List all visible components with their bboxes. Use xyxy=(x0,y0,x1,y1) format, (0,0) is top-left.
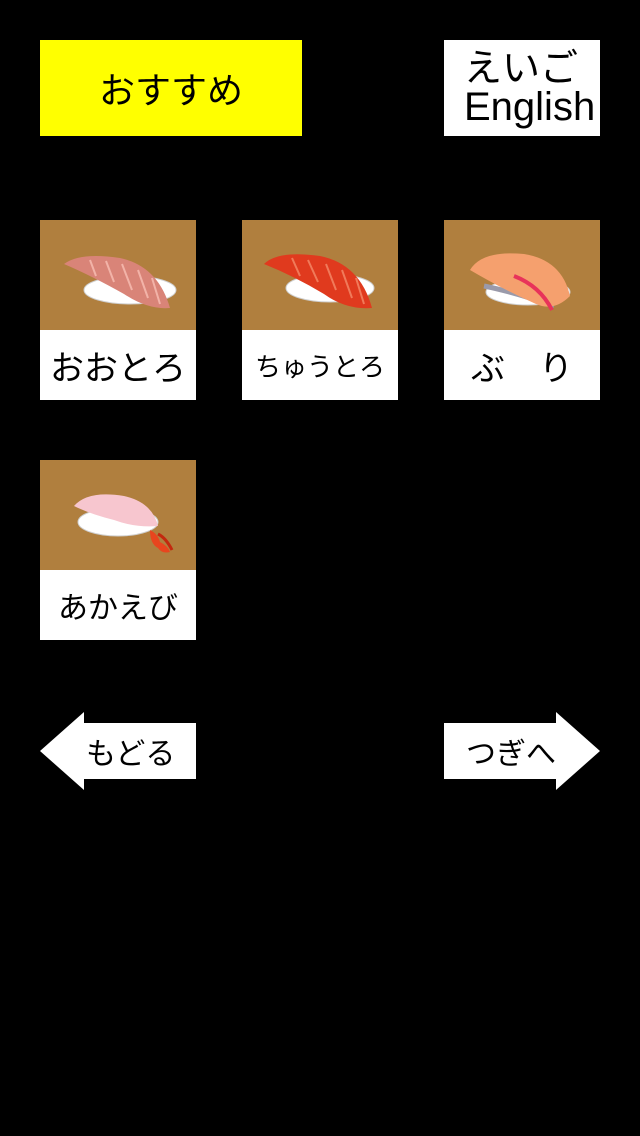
sushi-label: おおとろ xyxy=(50,348,186,389)
sushi-label: ぶ り xyxy=(471,348,573,389)
buri-sushi-icon xyxy=(444,220,600,330)
english-toggle-button[interactable]: えいご English xyxy=(444,40,600,136)
next-button[interactable]: つぎへ xyxy=(444,712,600,790)
language-en-label: English xyxy=(464,85,596,129)
arrow-left-icon xyxy=(40,712,196,790)
akaebi-sushi-icon xyxy=(40,460,196,570)
back-label: もどる xyxy=(86,737,176,772)
next-label: つぎへ xyxy=(466,737,556,772)
otoro-sushi-icon xyxy=(40,220,196,330)
recommend-label: おすすめ xyxy=(98,71,243,112)
language-jp-label: えいご xyxy=(464,46,579,90)
arrow-right-icon xyxy=(444,712,600,790)
back-button[interactable]: もどる xyxy=(40,712,196,790)
recommend-button[interactable]: おすすめ xyxy=(40,40,302,136)
sushi-label: ちゅうとろ xyxy=(254,352,385,383)
sushi-label: あかえび xyxy=(58,591,178,626)
sushi-item-chutoro[interactable]: ちゅうとろ xyxy=(242,220,398,400)
sushi-item-otoro[interactable]: おおとろ xyxy=(40,220,196,400)
sushi-item-akaebi[interactable]: あかえび xyxy=(40,460,196,640)
chutoro-sushi-icon xyxy=(242,220,398,330)
sushi-item-buri[interactable]: ぶ り xyxy=(444,220,600,400)
